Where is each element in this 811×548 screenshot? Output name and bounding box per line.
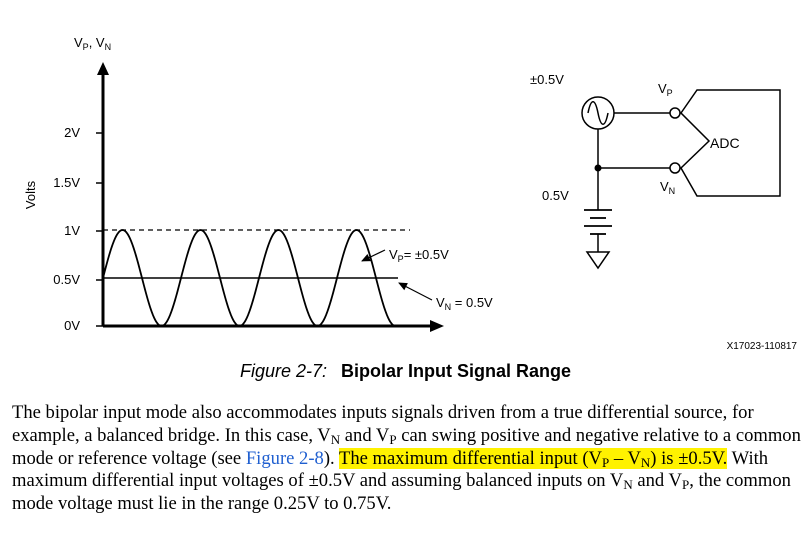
figure-caption: Figure 2-7: Bipolar Input Signal Range xyxy=(0,361,811,382)
y-tick-label: 0.5V xyxy=(53,272,80,287)
adc-block xyxy=(680,89,781,197)
figure-id: X17023-110817 xyxy=(727,341,798,350)
figure-link[interactable]: Figure 2-8 xyxy=(245,447,324,469)
x-axis-arrow-icon xyxy=(430,320,444,332)
highlighted-text: The maximum differential input (VP – VN)… xyxy=(338,447,728,470)
vn-terminal-icon xyxy=(669,162,681,174)
vn-callout-arrow xyxy=(398,282,433,301)
bipolar-range-figure: VP, VN Volts 0V 0.5V 1V 1.5V 2V VP= ±0.5… xyxy=(23,35,798,350)
figure-title: Bipolar Input Signal Range xyxy=(341,361,572,381)
dc-source-label: 0.5V xyxy=(542,188,569,203)
y-tick-label: 1V xyxy=(64,223,80,238)
circuit-vn-label: VN xyxy=(660,179,675,196)
y-tick-label: 2V xyxy=(64,125,80,140)
y-tick-label: 1.5V xyxy=(53,175,80,190)
adc-label: ADC xyxy=(710,135,740,151)
ac-source-sine-icon xyxy=(587,101,609,125)
axis-title: VP, VN xyxy=(74,35,111,52)
ground-icon xyxy=(585,251,611,270)
y-tick-label: 0V xyxy=(64,318,80,333)
vp-callout-arrow xyxy=(361,249,386,262)
y-axis-label: Volts xyxy=(23,180,38,209)
body-paragraph: The bipolar input mode also accommodates… xyxy=(12,402,801,515)
vp-sine-wave xyxy=(102,229,396,327)
vp-callout-label: VP= ±0.5V xyxy=(389,247,449,264)
circuit-vp-label: VP xyxy=(658,81,673,98)
vn-callout-label: VN = 0.5V xyxy=(436,295,493,312)
figure-number: Figure 2-7: xyxy=(239,361,328,381)
source-amplitude-label: ±0.5V xyxy=(530,72,564,87)
vp-terminal-icon xyxy=(669,107,681,119)
y-axis-arrow-icon xyxy=(97,62,109,75)
